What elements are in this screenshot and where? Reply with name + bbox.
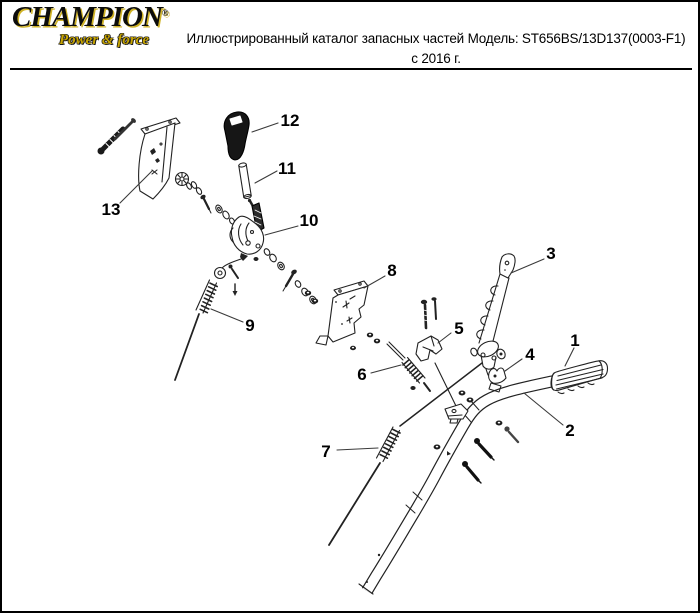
- callout-3-leader: [510, 258, 545, 274]
- part-6-rod-spring: [386, 341, 431, 392]
- callout-13-label: 13: [102, 200, 121, 219]
- part-11-rod: [238, 162, 256, 210]
- callout-12-label: 12: [281, 111, 300, 130]
- callout-5-leader: [437, 332, 452, 344]
- catalog-title: Иллюстрированный каталог запасных частей…: [180, 29, 692, 70]
- callout-6-label: 6: [357, 365, 366, 384]
- callout-11-leader: [254, 170, 278, 184]
- brand-tagline: Power & force: [59, 32, 149, 48]
- callout-3-label: 3: [546, 244, 555, 263]
- callout-2-leader: [523, 392, 564, 426]
- handlebar-tab-bracket: [444, 403, 469, 424]
- part-5-mount-line: [434, 362, 457, 407]
- catalog-title-line2: с 2016 г.: [411, 51, 461, 67]
- callout-6-leader: [370, 364, 402, 374]
- registered-mark: ®: [161, 8, 169, 18]
- brand-logo: CHAMPION® Power & force: [12, 3, 192, 63]
- callout-4-leader: [504, 358, 523, 372]
- callout-1-leader: [564, 347, 575, 367]
- callout-7-leader: [336, 447, 379, 451]
- part-7-cable-spring: [328, 362, 483, 546]
- brand-name: CHAMPION®: [12, 1, 169, 33]
- part-13-plate: [138, 117, 181, 200]
- catalog-title-line1: Иллюстрированный каталог запасных частей…: [186, 31, 686, 46]
- callout-8-label: 8: [387, 261, 396, 280]
- part-8-bracket-plate: [304, 280, 381, 351]
- callout-8-leader: [363, 275, 386, 289]
- callout-7-label: 7: [321, 442, 330, 461]
- callout-10-leader: [264, 225, 299, 236]
- fasteners-chain-upper: [174, 171, 236, 225]
- part-1-grip: [550, 360, 609, 395]
- callout-1-label: 1: [570, 331, 579, 350]
- callout-9-leader: [210, 308, 244, 323]
- part-4-clip: [488, 367, 507, 393]
- header-divider: [10, 68, 692, 70]
- nut-icon: [304, 290, 381, 351]
- fasteners-chain-lower: [263, 248, 317, 305]
- fasteners-lower: [410, 386, 520, 484]
- fasteners-top-left: [97, 118, 136, 155]
- callout-11-label: 11: [278, 159, 296, 178]
- callout-2-label: 2: [565, 421, 574, 440]
- callout-9-label: 9: [245, 316, 254, 335]
- part-10-lever-assembly: [221, 202, 265, 269]
- part-5-bracket: [415, 297, 443, 362]
- callout-13-leader: [119, 170, 153, 204]
- callout-4-label: 4: [525, 345, 535, 364]
- part-9-cable-spring: [174, 264, 239, 381]
- callout-5-label: 5: [454, 319, 463, 338]
- callout-12-leader: [251, 122, 279, 133]
- part-3-chute-crank: [470, 253, 516, 376]
- part-2-handle-tube: [358, 375, 556, 595]
- part-12-shift-knob: [223, 111, 250, 161]
- callout-10-label: 10: [300, 211, 319, 230]
